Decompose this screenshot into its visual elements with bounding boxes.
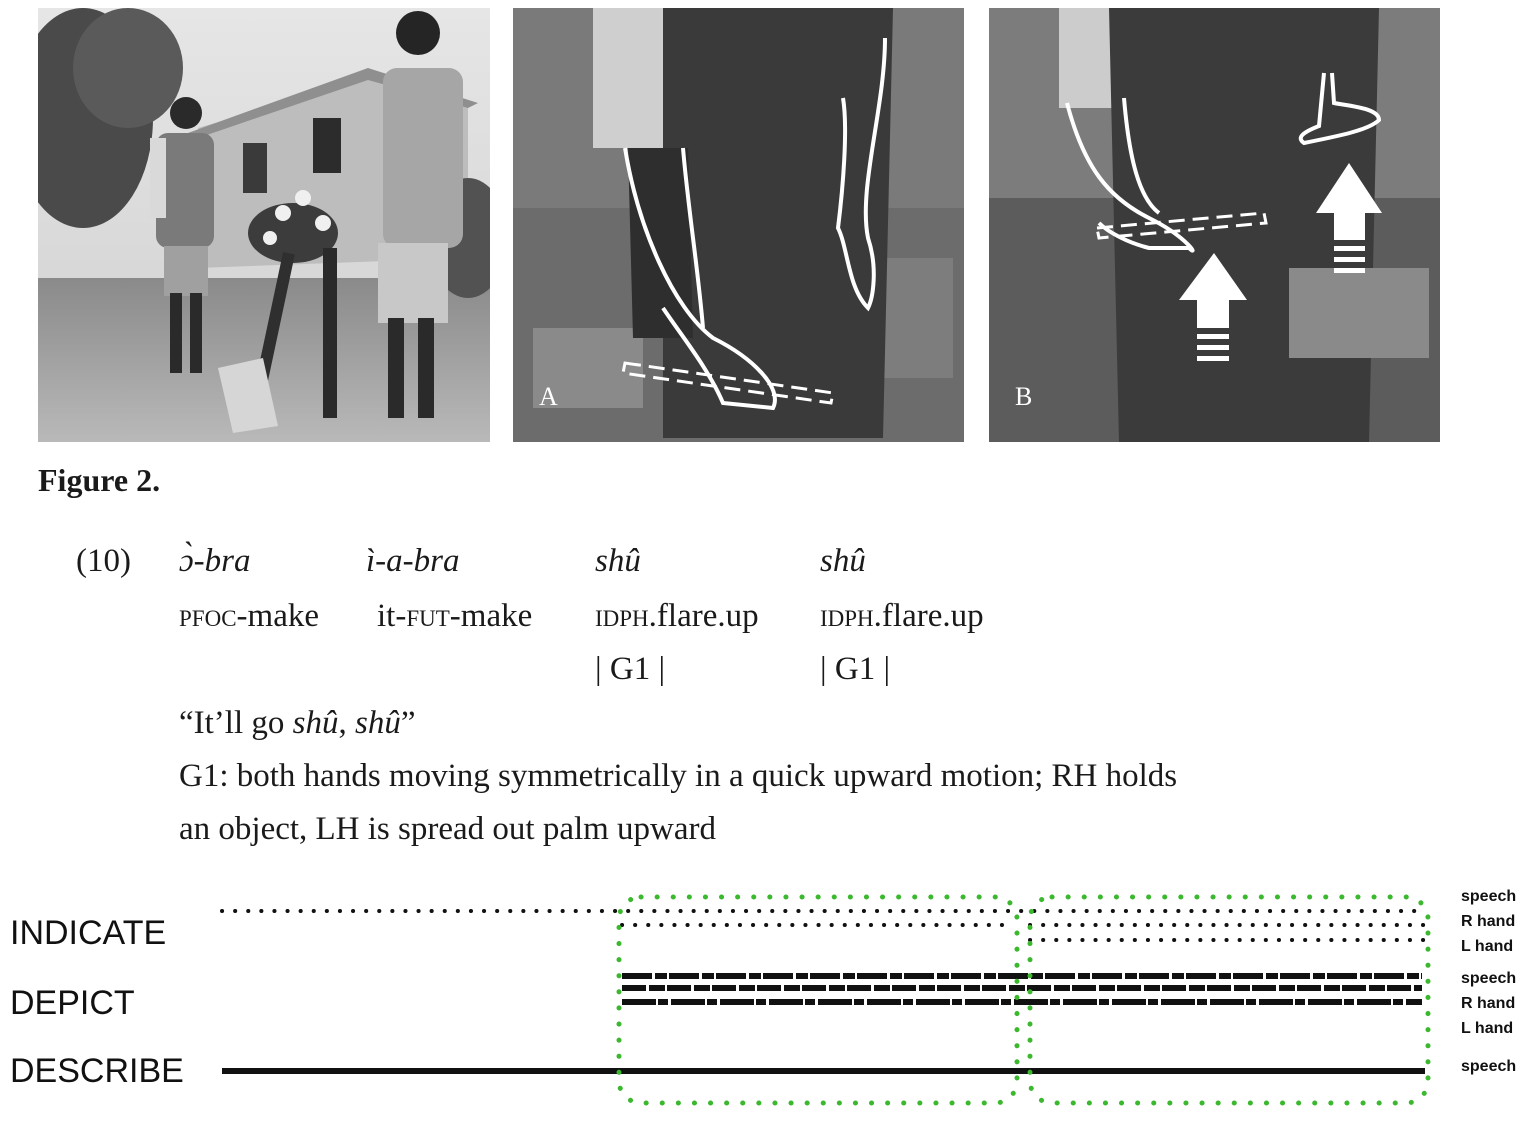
category-depict: DEPICT [10, 984, 135, 1022]
gesture-box-1 [616, 894, 1020, 1106]
free-translation: “It’ll go shû, shû” [179, 705, 416, 741]
vernacular-word-4: shû [820, 543, 866, 579]
indicate-rhand-label: R hand [1461, 913, 1516, 930]
diagram-lines [220, 894, 1431, 1106]
gloss-word-1: pfoc-make [179, 598, 319, 634]
figure-caption: Figure 2. [38, 462, 161, 498]
gesture-marker-1: | G1 | [595, 651, 666, 687]
scene-image [38, 8, 490, 442]
photo-panel-b: B [989, 8, 1440, 442]
indicate-speech-label: speech [1461, 888, 1517, 905]
category-describe: DESCRIBE [10, 1052, 184, 1090]
semiotic-diagram: INDICATE DEPICT DESCRIBE speech R hand L… [0, 880, 1536, 1121]
gesture-description-line-2: an object, LH is spread out palm upward [179, 811, 717, 847]
panel-b-image [989, 8, 1440, 442]
depict-rhand-label: R hand [1461, 995, 1516, 1012]
describe-speech-label: speech [1461, 1058, 1517, 1075]
photo-panel-a: A [513, 8, 964, 442]
panel-a-image [513, 8, 964, 442]
photo-scene [38, 8, 490, 442]
gloss-word-4: idph.flare.up [820, 598, 984, 634]
vernacular-word-2: ì-a-bra [366, 543, 460, 579]
panel-letter-b: B [1015, 382, 1033, 411]
depict-lhand-label: L hand [1461, 1020, 1514, 1037]
gloss-word-3: idph.flare.up [595, 598, 759, 634]
category-indicate: INDICATE [10, 914, 167, 952]
gesture-marker-2: | G1 | [820, 651, 891, 687]
panel-letter-a: A [539, 382, 558, 411]
gesture-description-line-1: G1: both hands moving symmetrically in a… [179, 758, 1178, 794]
depict-speech-label: speech [1461, 970, 1517, 987]
example-number: (10) [76, 543, 131, 579]
vernacular-word-1: ɔ̀-bra [179, 543, 251, 579]
gesture-box-2 [1027, 894, 1431, 1106]
gloss-word-2: it-fut-make [377, 598, 533, 634]
indicate-lhand-label: L hand [1461, 938, 1514, 955]
vernacular-word-3: shû [595, 543, 641, 579]
